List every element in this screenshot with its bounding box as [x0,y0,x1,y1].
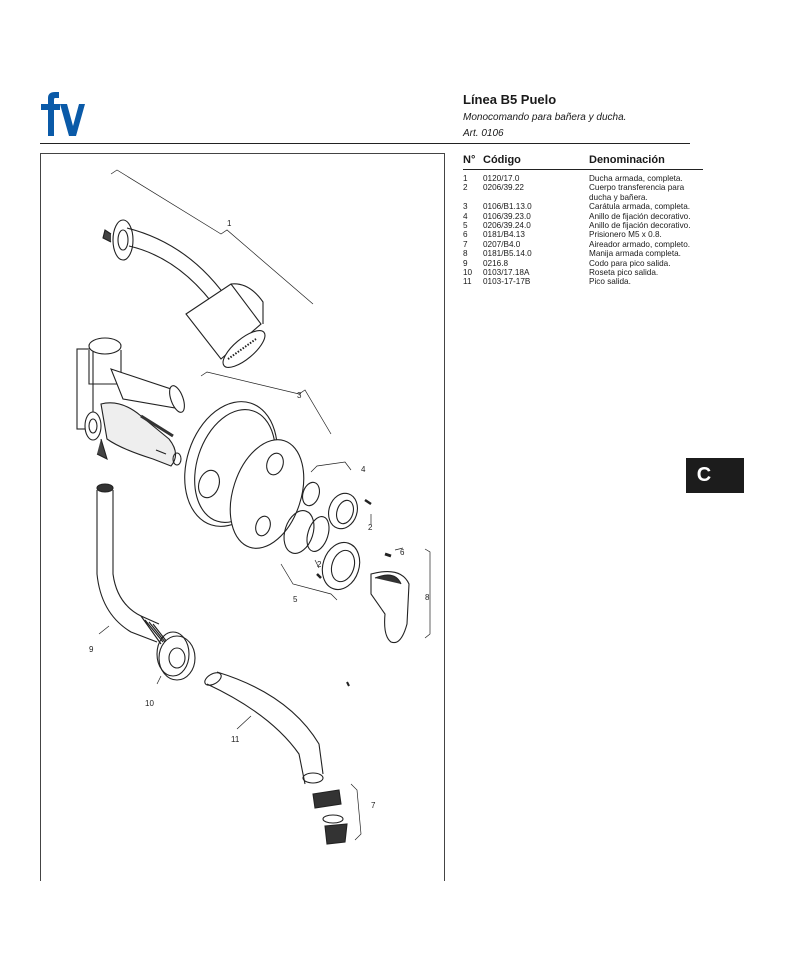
section-tab: C [686,458,744,493]
callout-6: 6 [400,548,405,557]
col-header-code: Código [483,154,589,170]
callout-3: 3 [297,391,302,400]
article-number: Art. 0106 [463,128,504,139]
callout-11: 11 [231,735,240,744]
escutcheon-part [184,401,305,549]
table-row: 7 0207/B4.0 Aireador armado, completo. [463,239,691,249]
header-rule [40,143,690,144]
table-row: 1 0120/17.0 Ducha armada, completa. [463,174,683,183]
table-row: 6 0181/B4.13 Prisionero M5 x 0.8. [463,230,662,240]
product-title: Línea B5 Puelo [463,92,557,107]
table-row: 11 0103-17-17B Pico salida. [463,277,631,287]
parts-table: N° Código Denominación 1 0120/17.0 Ducha… [463,154,703,287]
callout-7: 7 [371,801,376,810]
spout-elbow-part [96,483,168,645]
fv-logo [41,92,85,136]
callout-1: 1 [227,219,232,228]
exploded-diagram-frame: 1 2 2 3 4 5 6 7 8 9 10 11 [40,153,445,881]
exploded-diagram: 1 2 2 3 4 5 6 7 8 9 10 11 [76,169,431,845]
callout-10: 10 [145,699,154,708]
table-row: 9 0216.8 Codo para pico salida. [463,258,671,268]
spout-part [204,671,324,785]
table-header-row: N° Código Denominación [463,154,703,170]
callout-8: 8 [425,593,430,602]
col-header-name: Denominación [589,154,703,170]
product-subtitle: Monocomando para bañera y ducha. [463,112,627,123]
table-row: 4 0106/39.23.0 Anillo de fijación decora… [463,211,691,221]
callout-9: 9 [89,645,94,654]
section-tab-label: C [696,464,712,486]
valve-body-part [76,337,185,467]
lever-handle-part [370,552,410,644]
aerator-part [312,789,348,845]
fixing-rings-part [283,481,372,591]
table-row: 10 0103/17.18A Roseta pico salida. [463,268,659,278]
callout-5: 5 [293,595,298,604]
table-row: 2 0206/39.22 Cuerpo transferencia para d… [463,183,685,202]
callout-2b: 2 [317,560,322,569]
table-row: 3 0106/B1.13.0 Carátula armada, completa… [463,202,691,212]
table-row: 8 0181/B5.14.0 Manija armada completa. [463,249,681,259]
shower-head-part [185,283,266,368]
table-row: 5 0206/39.24.0 Anillo de fijación decora… [463,221,691,231]
callout-4: 4 [361,465,366,474]
rosette-part [156,631,196,681]
col-header-number: N° [463,154,483,170]
callout-2a: 2 [368,523,373,532]
